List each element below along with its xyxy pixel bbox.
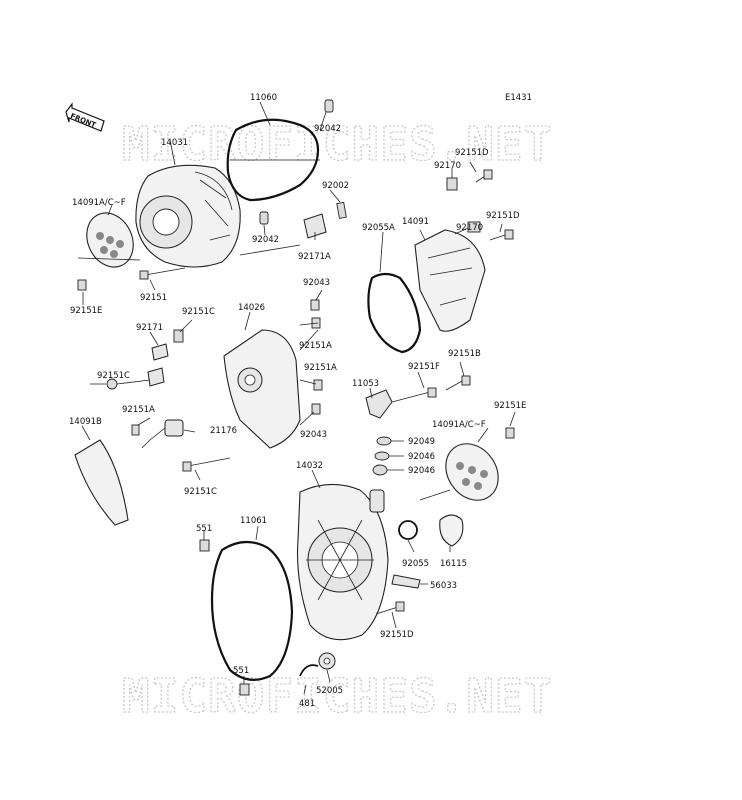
label-92151c-left: 92151C [97, 371, 130, 381]
label-92151d-b: 92151D [486, 211, 520, 221]
label-14031: 14031 [161, 138, 188, 148]
bolt-92151-head [139, 270, 149, 280]
label-92151f: 92151F [408, 362, 440, 372]
dowel-92042-top [324, 99, 334, 113]
bolt-92151e-left [77, 279, 87, 291]
bracket-92171a [303, 213, 327, 239]
label-92043-bottom: 92043 [300, 430, 327, 440]
dowel-551-top [199, 539, 210, 552]
label-551-top: 551 [196, 524, 212, 534]
label-92055: 92055 [402, 559, 429, 569]
label-11053: 11053 [352, 379, 379, 389]
gasket-11060 [226, 118, 320, 202]
label-92151c-bottom: 92151C [184, 487, 217, 497]
label-92043-top: 92043 [303, 278, 330, 288]
label-92042-top: 92042 [314, 124, 341, 134]
label-92049: 92049 [408, 437, 435, 447]
bolt-92151a-r2 [313, 379, 323, 391]
label-92151e-right: 92151E [494, 401, 526, 411]
lever-11053 [365, 389, 393, 419]
washer-92046-a [374, 451, 390, 461]
label-92171: 92171 [136, 323, 163, 333]
dowel-92043-bottom [311, 403, 321, 415]
circlip-481 [299, 664, 319, 677]
label-14091acf-right: 14091A/C~F [432, 420, 486, 430]
gasket-92055a [367, 272, 422, 354]
front-arrow-icon: FRONT [65, 102, 105, 132]
alternator-cover-14031 [135, 164, 241, 268]
label-14091acf-left: 14091A/C~F [72, 198, 126, 208]
label-92151a-r2: 92151A [304, 363, 337, 373]
label-92171a: 92171A [298, 252, 331, 262]
sensor-21176 [141, 419, 184, 449]
label-92151d-c: 92151D [380, 630, 414, 640]
bolt-92151e-right [505, 427, 515, 439]
label-14032: 14032 [296, 461, 323, 471]
label-92170-a: 92170 [434, 161, 461, 171]
label-14026: 14026 [238, 303, 265, 313]
cover-14026 [223, 329, 301, 449]
label-92151e-left: 92151E [70, 306, 102, 316]
bolt-92151 [144, 267, 186, 276]
cover-cap-14091-left [86, 212, 134, 268]
dowel-92043-top [310, 299, 320, 311]
bolt-92151b [445, 379, 465, 391]
label-92055a: 92055A [362, 223, 395, 233]
clip-92171 [151, 343, 169, 361]
label-92151c-top: 92151C [182, 307, 215, 317]
bolt-92151d-c [375, 606, 399, 615]
figure-code: E1431 [505, 93, 532, 103]
label-481: 481 [299, 699, 315, 709]
label-92042-mid: 92042 [252, 235, 279, 245]
dowel-551-bottom [239, 683, 250, 696]
label-56033 [391, 574, 421, 589]
label-551-bottom: 551 [233, 666, 249, 676]
label-92151a-r1: 92151A [299, 341, 332, 351]
bolt-92002 [336, 201, 347, 219]
washer-92046-b [372, 464, 388, 476]
dowel-92042-mid [259, 211, 269, 225]
bolt-92151f [391, 391, 431, 403]
gasket-11061 [210, 540, 294, 681]
cover-cap-14091-right [445, 443, 499, 501]
label-16115: 16115 [440, 559, 467, 569]
label-92002: 92002 [322, 181, 349, 191]
oring-92055 [398, 520, 418, 540]
clutch-cover-14032 [296, 483, 389, 641]
label-56033: 56033 [430, 581, 457, 591]
bolt-92151c-bottom [187, 457, 231, 467]
label-14091b: 14091B [69, 417, 102, 427]
label-92151d-a: 92151D [455, 148, 489, 158]
cover-14091b [74, 439, 129, 526]
cover-14091 [414, 229, 486, 332]
label-11060: 11060 [250, 93, 277, 103]
watermark-bottom: MICROFICHES.NET [122, 669, 552, 723]
label-92151a-left: 92151A [122, 405, 155, 415]
label-52005: 52005 [316, 686, 343, 696]
label-92151b: 92151B [448, 349, 481, 359]
label-92046-b: 92046 [408, 466, 435, 476]
watermark-top: MICROFICHES.NET [122, 117, 552, 171]
label-14091: 14091 [402, 217, 429, 227]
label-11061: 11061 [240, 516, 267, 526]
label-92170-b: 92170 [456, 223, 483, 233]
label-21176: 21176 [210, 426, 237, 436]
clip-92170-b [467, 221, 481, 233]
bolt-92151c-top [173, 329, 184, 343]
plug-16115 [439, 514, 464, 547]
clip-92171-b [147, 367, 165, 387]
label-92151: 92151 [140, 293, 167, 303]
label-92046-a: 92046 [408, 452, 435, 462]
bolt-92151a-left [131, 424, 140, 436]
clip-92170-a [446, 177, 458, 191]
washer-92049 [376, 436, 392, 446]
